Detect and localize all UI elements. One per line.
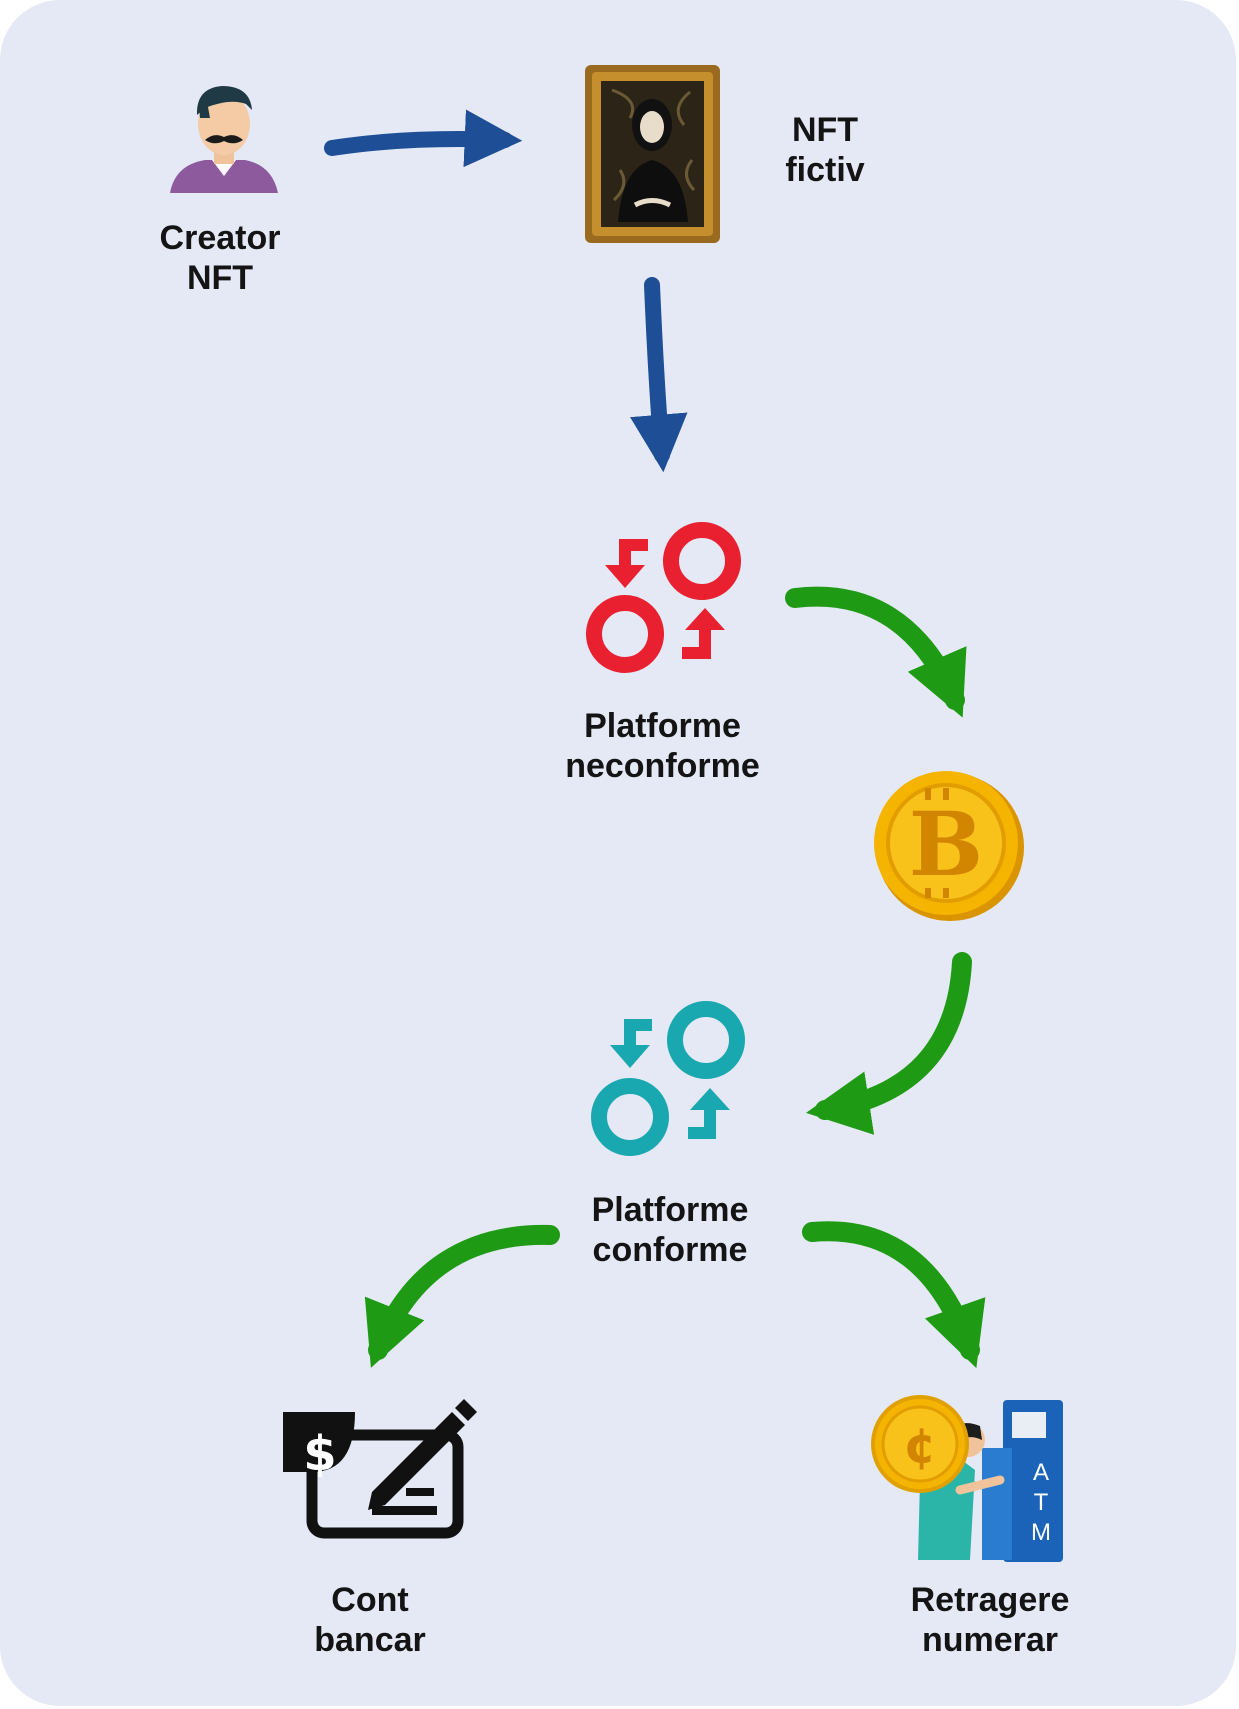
compliant-exchange-icon <box>591 1001 745 1156</box>
arrow-crypto-to-compliant <box>806 952 972 1135</box>
bank-check-icon: $ <box>283 1399 477 1539</box>
arrow-creator-to-nft <box>324 109 523 168</box>
bitcoin-coin-icon: B <box>874 771 1024 921</box>
framed-portrait-icon <box>585 65 720 243</box>
svg-text:¢: ¢ <box>903 1418 936 1474</box>
svg-text:M: M <box>1031 1519 1051 1546</box>
person-mustache-icon <box>170 86 278 193</box>
svg-text:A: A <box>1033 1459 1049 1486</box>
arrow-nft-to-noncompliant <box>630 277 688 473</box>
svg-text:B: B <box>909 792 983 896</box>
arrow-noncompliant-to-crypto <box>785 586 967 718</box>
atm-withdrawal-icon: A T M ¢ <box>871 1395 1063 1562</box>
arrow-compliant-to-bank <box>364 1224 560 1368</box>
arrow-compliant-to-cash <box>802 1221 986 1369</box>
noncompliant-exchange-icon <box>586 522 741 673</box>
svg-text:$: $ <box>303 1426 336 1482</box>
svg-text:T: T <box>1034 1489 1049 1516</box>
